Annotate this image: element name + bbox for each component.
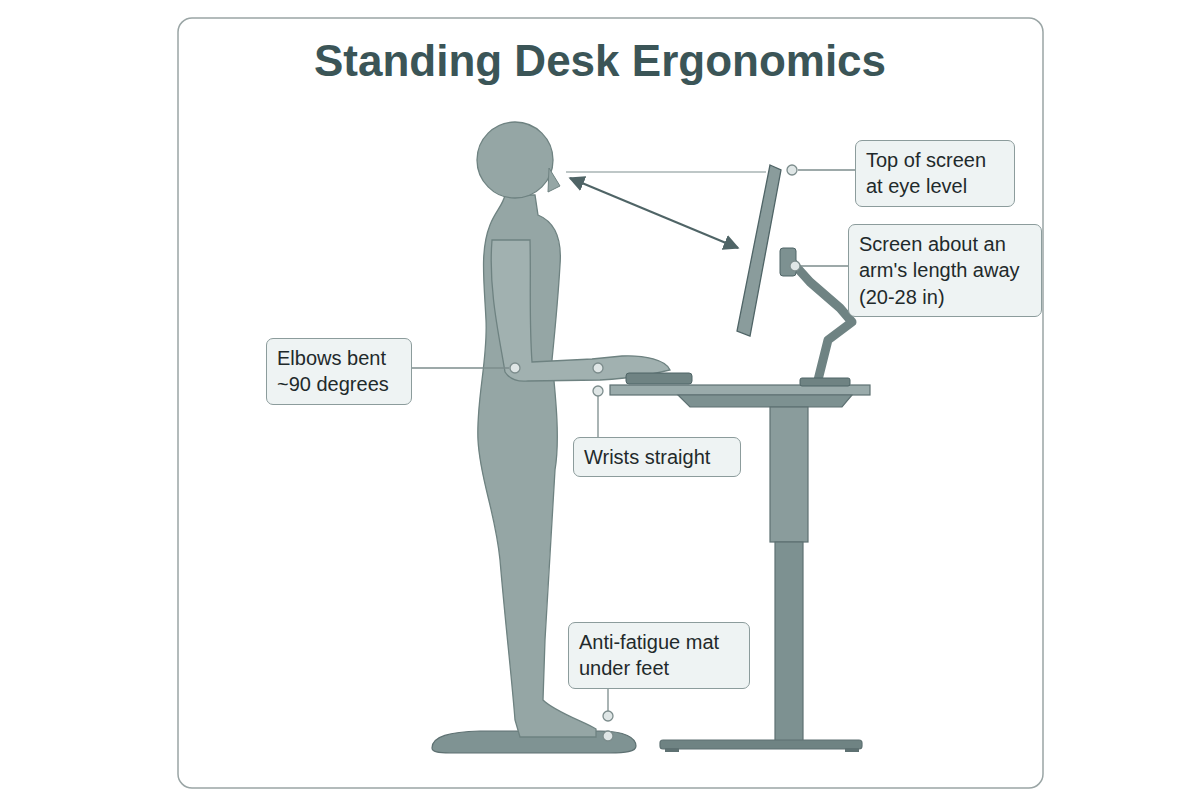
monitor-screen (737, 165, 781, 336)
leader-line (607, 688, 608, 711)
monitor-arm (792, 262, 852, 380)
eye-level-line (566, 171, 766, 172)
leader-dot (510, 363, 520, 373)
person-arm (491, 240, 670, 381)
callout-text: Top of screen at eye level (866, 147, 1004, 200)
callout-box: Screen about an arm's length away (20-28… (848, 224, 1042, 317)
desk-foot-pad (845, 748, 859, 752)
desk-column-lower (775, 542, 803, 742)
leader-dot (593, 363, 603, 373)
leader-line (597, 396, 598, 437)
person-nose (548, 168, 560, 192)
leader-dot (593, 386, 603, 396)
frame (178, 18, 1043, 788)
monitor (737, 165, 852, 386)
callout-text: Wrists straight (584, 444, 730, 470)
desk-foot-pad (665, 748, 679, 752)
leader-line (412, 367, 509, 368)
leader-dot (603, 711, 613, 721)
leader-lines (412, 165, 855, 741)
standing-desk (610, 373, 870, 752)
leader-dot (787, 165, 797, 175)
distance-arrow (570, 178, 738, 248)
diagram-title: Standing Desk Ergonomics (0, 36, 1200, 86)
callout-box: Elbows bent ~90 degrees (266, 338, 412, 405)
callout-box: Anti-fatigue mat under feet (568, 622, 750, 689)
leader-dot (790, 261, 800, 271)
desk-foot (660, 740, 862, 749)
callout-text: Elbows bent ~90 degrees (277, 345, 401, 398)
keyboard (626, 373, 692, 384)
desk-column-upper (770, 407, 808, 542)
leader-line (801, 265, 848, 266)
callout-text: Screen about an arm's length away (20-28… (859, 231, 1031, 310)
callout-box: Wrists straight (573, 437, 741, 477)
callout-text: Anti-fatigue mat under feet (579, 629, 739, 682)
person-head (477, 122, 553, 198)
leader-line (798, 169, 855, 170)
monitor-base (800, 378, 850, 386)
leader-dot (603, 731, 613, 741)
callout-box: Top of screen at eye level (855, 140, 1015, 207)
desk-frame (678, 395, 852, 407)
